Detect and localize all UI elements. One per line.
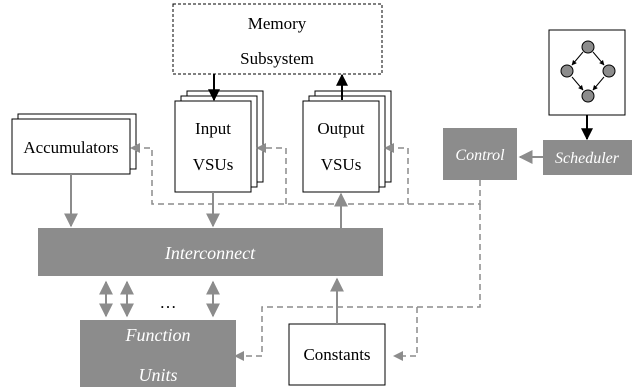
scheduler-label: Scheduler [555, 150, 620, 167]
control-label: Control [455, 147, 505, 164]
input-vsus-label-line2: VSUs [193, 155, 234, 174]
control-block: Control [443, 128, 517, 180]
memory-label-line1: Memory [248, 14, 307, 33]
control-bus [139, 147, 481, 357]
scheduler-block: Scheduler [543, 140, 632, 175]
interconnect-block: Interconnect [38, 228, 383, 276]
output-vsus-block: Output VSUs [302, 90, 392, 193]
memory-label-line2: Subsystem [240, 49, 314, 68]
output-vsus-label-line2: VSUs [321, 155, 362, 174]
function-units-block: Function Units [80, 320, 236, 387]
input-vsus-block: Input VSUs [174, 90, 264, 193]
input-vsus-label-line1: Input [195, 119, 231, 138]
memory-subsystem-block: Memory Subsystem [172, 3, 383, 75]
interconnect-function-unit-links [99, 280, 220, 318]
ellipsis-label: … [160, 293, 177, 312]
control-bus-arrowheads [130, 143, 403, 361]
function-units-label-line2: Units [138, 365, 177, 385]
function-units-label-line1: Function [125, 325, 191, 345]
constants-label: Constants [303, 345, 370, 364]
output-vsus-label-line1: Output [317, 119, 365, 138]
accumulators-block: Accumulators [11, 113, 137, 175]
constants-block: Constants [288, 323, 386, 386]
task-graph-icon [548, 29, 626, 116]
accumulators-label: Accumulators [23, 138, 118, 157]
interconnect-label: Interconnect [164, 243, 256, 263]
